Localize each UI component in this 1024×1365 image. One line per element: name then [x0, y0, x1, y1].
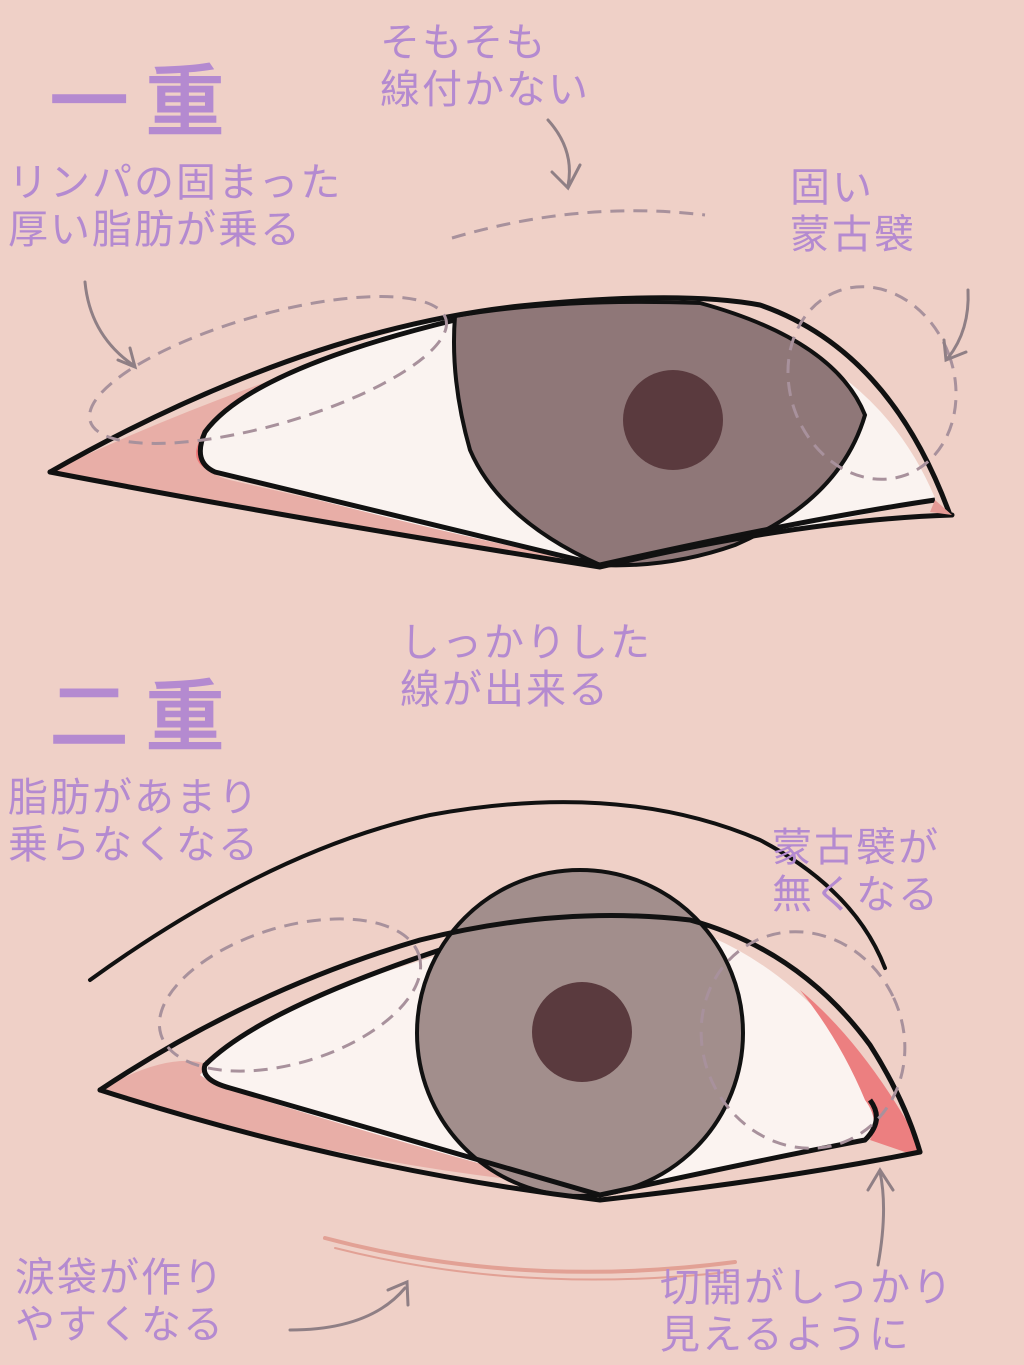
arrow-fat — [83, 280, 138, 370]
label-epicanthus: 固い 蒙古襞 — [790, 165, 916, 259]
label-no-epicanthus: 蒙古襞が 無くなる — [772, 825, 940, 919]
tear-bag-line — [323, 1236, 737, 1274]
label-less-fat: 脂肪があまり 乗らなくなる — [8, 775, 260, 869]
no-crease-dashed — [451, 209, 706, 240]
label-crease: しっかりした 線が出来る — [400, 620, 652, 714]
double-lid-eye — [88, 800, 923, 1332]
upper-lid-line — [47, 295, 953, 518]
single-lid-title: 一重 — [50, 58, 243, 148]
pupil — [532, 982, 632, 1082]
label-tear-bag: 涙袋が作り やすくなる — [15, 1255, 225, 1349]
sclera-outline — [201, 947, 879, 1198]
epicanthus-area-outline — [699, 930, 907, 1150]
fat-pad-outline — [88, 295, 448, 445]
label-no-crease: そもそも 線付かない — [380, 20, 590, 114]
lower-lid-line — [97, 1087, 923, 1203]
outer-corner — [930, 500, 952, 515]
arrow-no-crease — [546, 118, 582, 191]
arrow-epicanthus — [942, 288, 970, 363]
label-fat: リンパの固まった 厚い脂肪が乗る — [8, 160, 343, 254]
upper-lid-line — [97, 913, 923, 1155]
sclera-outline — [197, 317, 936, 568]
pupil — [623, 370, 723, 470]
tear-bag-line-2 — [334, 1247, 729, 1281]
double-lid-title: 二重 — [50, 673, 243, 763]
label-inner-corner: 切開がしっかり 見えるように — [660, 1265, 954, 1359]
arrow-inner-corner — [866, 1167, 895, 1267]
fat-area-outline — [157, 917, 423, 1073]
arrow-tear-bag — [288, 1279, 410, 1332]
outer-red — [800, 990, 918, 1154]
single-lid-eye — [47, 118, 970, 570]
lower-lid-line — [47, 469, 955, 570]
crease-line — [88, 800, 887, 982]
